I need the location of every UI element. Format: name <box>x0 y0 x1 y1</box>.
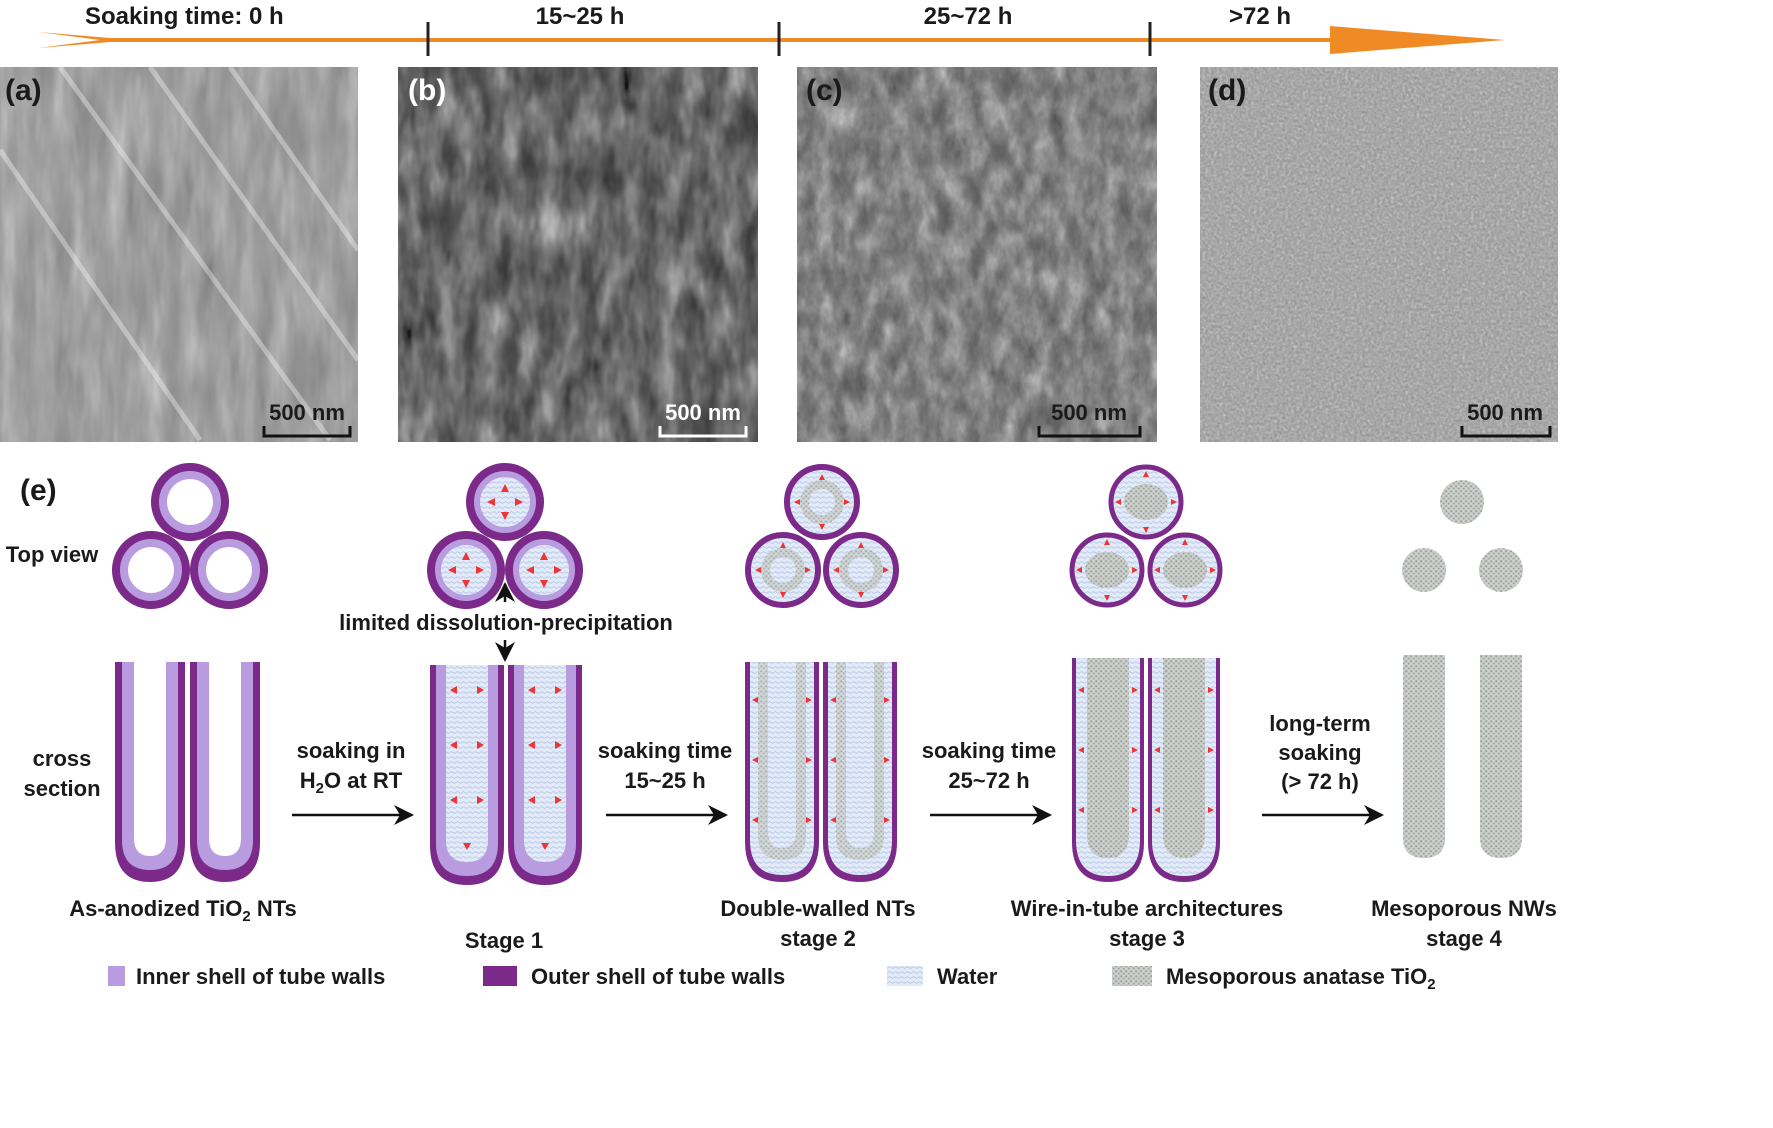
legend-label-mesoporous: Mesoporous anatase TiO2 <box>1166 964 1436 993</box>
dissolution-label: limited dissolution-precipitation <box>339 610 673 635</box>
arrow1-line1: soaking in <box>297 738 406 763</box>
cross-section-label-1: cross <box>33 746 92 771</box>
timeline-label-3: >72 h <box>1229 3 1291 30</box>
caption-stage4-line1: Mesoporous NWs <box>1371 896 1557 921</box>
caption-stage3-line1: Wire-in-tube architectures <box>1011 896 1283 921</box>
sem-panel-b: (b) 500 nm <box>398 67 758 442</box>
scale-bar-a <box>262 426 352 438</box>
stage1-cross-section <box>430 665 582 885</box>
timeline: Soaking time: 0 h 15~25 h 25~72 h >72 h <box>38 3 1505 56</box>
stage4-top-view <box>1402 480 1523 592</box>
stage2-top-view <box>745 464 899 608</box>
panel-letter-c: (c) <box>806 74 843 107</box>
scale-bar-d <box>1460 426 1552 438</box>
scale-bar-label-d: 500 nm <box>1467 400 1543 425</box>
cross-section-label-2: section <box>23 776 100 801</box>
timeline-label-2: 25~72 h <box>924 3 1013 30</box>
arrow4-line1: long-term <box>1269 711 1370 736</box>
scale-bar-label-c: 500 nm <box>1051 400 1127 425</box>
scale-bar-c <box>1037 426 1142 438</box>
caption-stage3-line2: stage 3 <box>1109 926 1185 951</box>
caption-stage2-line1: Double-walled NTs <box>720 896 915 921</box>
legend-swatch-outer-shell <box>483 966 517 986</box>
legend-label-outer-shell: Outer shell of tube walls <box>531 964 785 989</box>
arrow2-line1: soaking time <box>598 738 732 763</box>
timeline-label-0: Soaking time: 0 h <box>85 3 284 30</box>
legend-swatch-mesoporous <box>1112 966 1152 986</box>
arrow3-line1: soaking time <box>922 738 1056 763</box>
sem-panel-a: (a) 500 nm <box>0 65 361 442</box>
scale-bar-b <box>658 426 748 438</box>
caption-stage2-line2: stage 2 <box>780 926 856 951</box>
legend-swatch-water <box>887 966 923 986</box>
arrow4-line2: soaking <box>1278 740 1361 765</box>
legend-label-inner-shell: Inner shell of tube walls <box>136 964 385 989</box>
panel-letter-b: (b) <box>408 74 446 107</box>
caption-stage4-line2: stage 4 <box>1426 926 1503 951</box>
sem-panel-c: (c) 500 nm <box>797 67 1157 442</box>
panel-letter-d: (d) <box>1208 74 1246 107</box>
caption-stage0: As-anodized TiO2 NTs <box>69 896 297 925</box>
stage2-cross-section <box>745 662 897 882</box>
sem-panel-d: (d) 500 nm <box>1200 67 1558 442</box>
panel-letter-a: (a) <box>5 74 42 107</box>
timeline-label-1: 15~25 h <box>536 3 625 30</box>
legend: Inner shell of tube walls Outer shell of… <box>108 964 1436 993</box>
scale-bar-label-a: 500 nm <box>269 400 345 425</box>
legend-label-water: Water <box>937 964 998 989</box>
stage3-top-view <box>1069 464 1223 608</box>
stage4-cross-section <box>1403 655 1522 858</box>
stage3-cross-section <box>1072 658 1220 882</box>
arrow1-line2: H2O at RT <box>300 768 403 797</box>
scale-bar-label-b: 500 nm <box>665 400 741 425</box>
scheme-letter: (e) <box>20 474 57 507</box>
arrow2-line2: 15~25 h <box>624 768 705 793</box>
caption-stage1: Stage 1 <box>465 928 543 953</box>
timeline-arrow <box>38 26 1505 54</box>
arrow4-line3: (> 72 h) <box>1281 769 1359 794</box>
stage0-top-view <box>112 463 268 609</box>
stage1-top-view <box>427 463 583 609</box>
stage0-cross-section <box>115 662 260 882</box>
top-view-label: Top view <box>6 542 99 567</box>
legend-swatch-inner-shell <box>108 966 125 986</box>
arrow3-line2: 25~72 h <box>948 768 1029 793</box>
